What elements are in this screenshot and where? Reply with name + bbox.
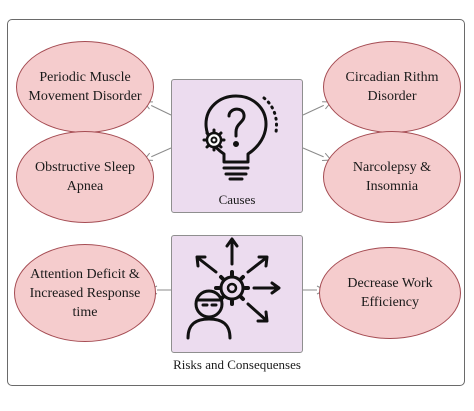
oval-line: Decrease Work: [347, 276, 433, 291]
arrow-to-circadian: [302, 102, 331, 116]
oval-narcolepsy-insomnia: Narcolepsy & Insomnia: [323, 131, 461, 223]
oval-line: Efficiency: [360, 295, 420, 310]
risks-caption: Risks and Consequenses: [173, 357, 301, 372]
oval-line: Increased Response: [29, 285, 141, 301]
oval-line: Apnea: [66, 179, 104, 194]
oval-circadian-rithm-disorder: Circadian Rithm Disorder: [323, 41, 461, 133]
oval-obstructive-sleep-apnea: Obstructive Sleep Apnea: [16, 131, 154, 223]
oval-line: Movement Disorder: [28, 89, 142, 104]
oval-periodic-muscle-movement-disorder: Periodic Muscle Movement Disorder: [16, 41, 154, 133]
oval-line: Disorder: [367, 89, 417, 104]
oval-line: time: [72, 304, 98, 320]
oval-line: Obstructive Sleep: [35, 160, 135, 175]
arrow-to-apnea: [144, 147, 172, 160]
risks-panel: [171, 235, 303, 353]
oval-line: Narcolepsy &: [352, 160, 432, 175]
oval-line: Periodic Muscle: [39, 70, 131, 85]
oval-decrease-work-efficiency: Decrease Work Efficiency: [319, 247, 461, 339]
oval-line: Insomnia: [365, 179, 419, 194]
person-gear-arrows-icon: [186, 237, 281, 340]
arrow-to-narcolepsy: [302, 147, 331, 160]
oval-attention-deficit: Attention Deficit & Increased Response t…: [14, 244, 156, 342]
figure-caption: [0, 392, 474, 411]
oval-line: Circadian Rithm: [345, 70, 439, 85]
lightbulb-question-icon: [202, 94, 278, 181]
causes-caption: Causes: [218, 192, 256, 207]
oval-line: Attention Deficit &: [30, 266, 140, 282]
